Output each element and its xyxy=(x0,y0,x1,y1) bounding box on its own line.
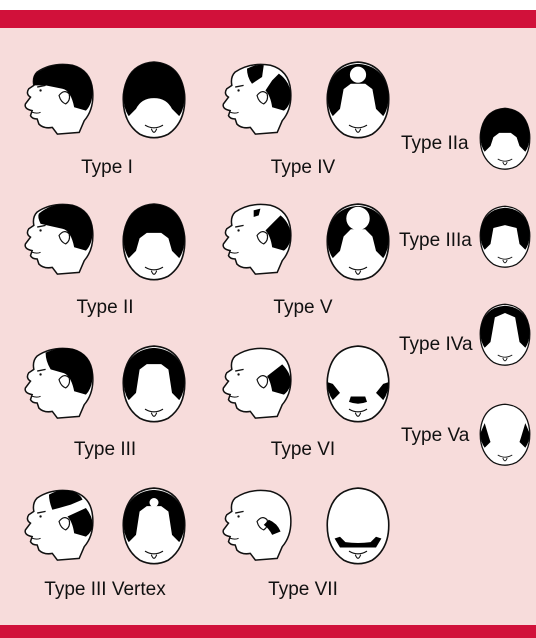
top-band xyxy=(0,10,536,28)
side-head-icon xyxy=(12,336,96,428)
type-label: Type III xyxy=(74,439,136,461)
top-head-icon xyxy=(322,484,394,566)
variant-label: Type IIa xyxy=(401,133,469,155)
type-label: Type VII xyxy=(268,579,338,601)
type-label: Type IV xyxy=(271,157,335,179)
side-head-icon xyxy=(210,336,294,428)
type-label: Type I xyxy=(81,157,133,179)
top-head-icon xyxy=(476,96,534,180)
variant-label: Type Va xyxy=(401,425,469,447)
side-head-icon xyxy=(210,478,294,570)
top-head-icon xyxy=(118,342,190,424)
top-head-icon xyxy=(118,484,190,566)
top-head-icon xyxy=(322,58,394,140)
top-head-icon xyxy=(322,342,394,424)
type-label: Type V xyxy=(273,297,332,319)
side-head-icon xyxy=(12,478,96,570)
variant-label: Type IVa xyxy=(399,334,473,356)
side-head-icon xyxy=(210,52,294,144)
bottom-band xyxy=(0,625,536,638)
top-head-icon xyxy=(476,292,534,376)
type-label: Type III Vertex xyxy=(44,579,165,601)
top-head-icon xyxy=(322,200,394,282)
top-head-icon xyxy=(118,58,190,140)
type-label: Type VI xyxy=(271,439,335,461)
side-head-icon xyxy=(210,192,294,284)
side-head-icon xyxy=(12,52,96,144)
top-head-icon xyxy=(476,392,534,476)
variant-label: Type IIIa xyxy=(399,230,472,252)
type-label: Type II xyxy=(76,297,133,319)
top-head-icon xyxy=(476,194,534,278)
top-margin xyxy=(0,0,536,10)
top-head-icon xyxy=(118,200,190,282)
side-head-icon xyxy=(12,192,96,284)
